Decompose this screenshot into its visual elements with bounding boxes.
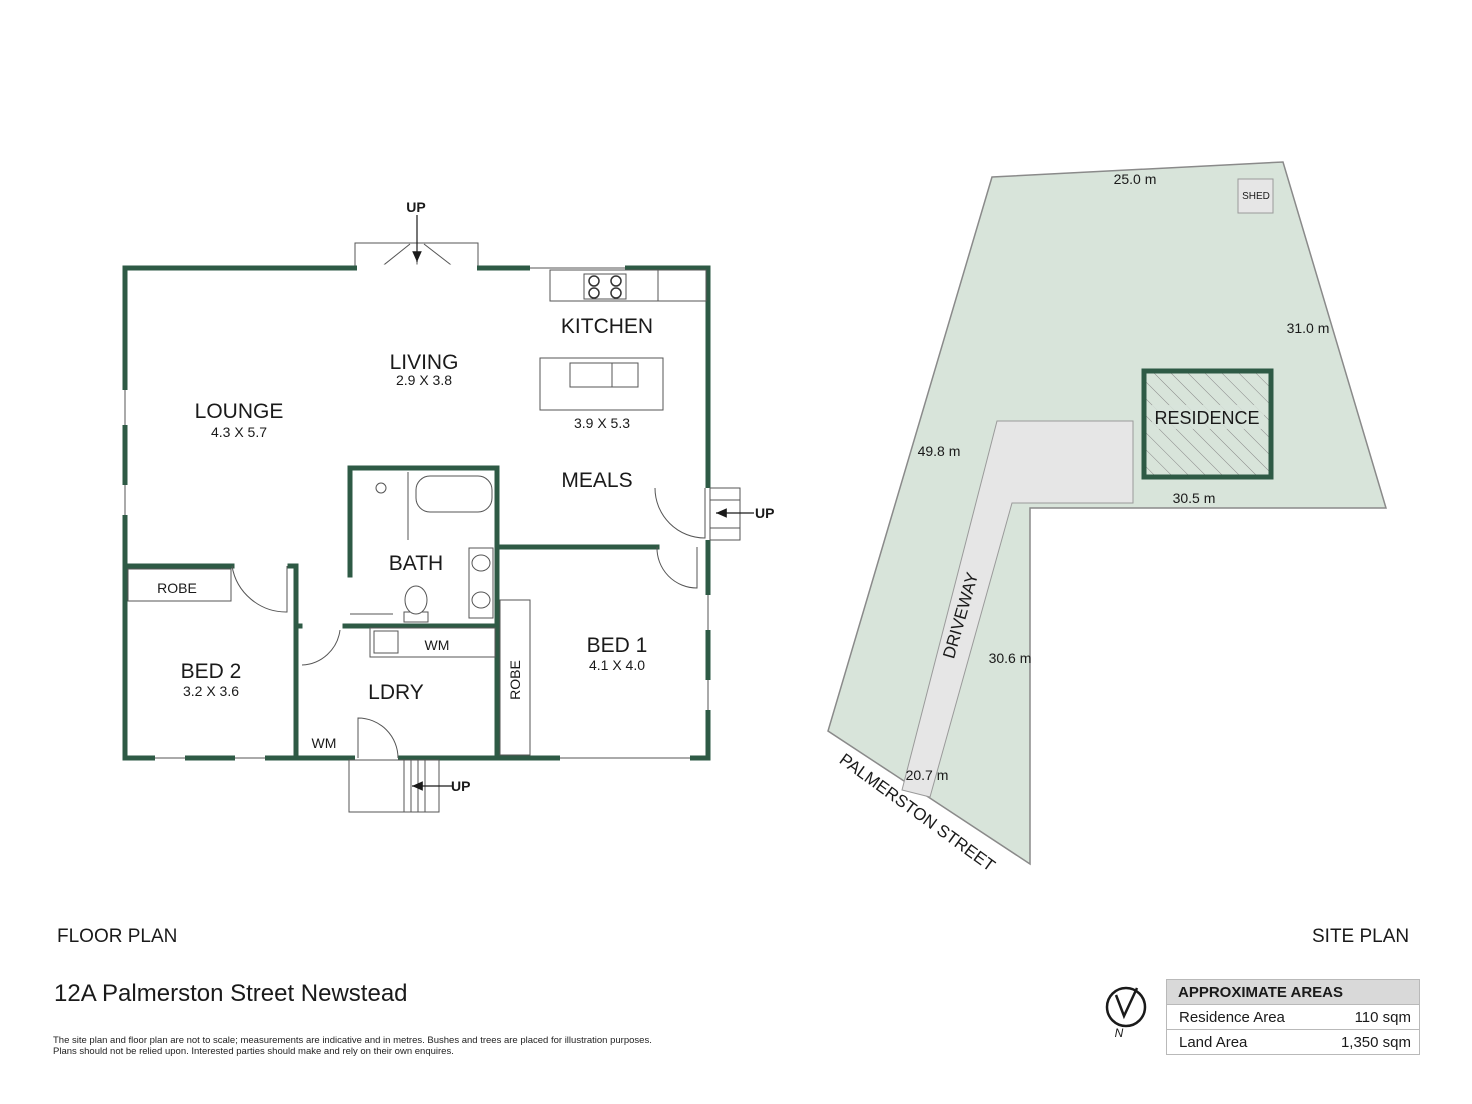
- shower-icon: [375, 482, 387, 494]
- cooktop-icon: [583, 273, 627, 300]
- room-bed2-name: BED 2: [181, 660, 242, 683]
- wm-upper-label: WM: [425, 637, 450, 653]
- up-label-rear: UP: [451, 778, 470, 794]
- floor-plan-title: FLOOR PLAN: [57, 926, 178, 947]
- edge-frontage: 20.7 m: [906, 767, 949, 783]
- area-value: 1,350 sqm: [1313, 1029, 1420, 1055]
- wm-lower-label: WM: [312, 735, 337, 751]
- room-bed1-name: BED 1: [587, 634, 648, 657]
- sink-icon: [569, 362, 639, 388]
- area-value: 110 sqm: [1313, 1004, 1420, 1030]
- area-label: Land Area: [1165, 1029, 1314, 1055]
- toilet-icon: [404, 585, 428, 615]
- edge-south-inner: 30.5 m: [1173, 490, 1216, 506]
- approximate-areas-table: APPROXIMATE AREAS Residence Area 110 sqm…: [1165, 979, 1420, 1055]
- north-label: N: [1115, 1026, 1124, 1040]
- bathtub-icon: [415, 475, 493, 513]
- room-living-name: LIVING: [390, 351, 459, 374]
- side-steps: [709, 487, 741, 541]
- disclaimer-line-1: The site plan and floor plan are not to …: [53, 1035, 652, 1046]
- driveway: [901, 420, 1134, 798]
- site-plan: SHED RESIDENCE 25.0 m 31.0 m 30.5 m 49.8…: [827, 161, 1388, 1040]
- room-lounge-dims: 4.3 X 5.7: [211, 424, 267, 440]
- table-row: Land Area 1,350 sqm: [1165, 1029, 1420, 1055]
- interior-walls: [122, 465, 660, 761]
- room-ldry-name: LDRY: [368, 681, 424, 704]
- edge-north: 25.0 m: [1114, 171, 1157, 187]
- edge-west: 49.8 m: [918, 443, 961, 459]
- edge-east: 31.0 m: [1287, 320, 1330, 336]
- table-row: Residence Area 110 sqm: [1165, 1004, 1420, 1030]
- kitchen-island-dims: 3.9 X 5.3: [574, 415, 630, 431]
- north-arrow-icon: N: [1105, 986, 1147, 1040]
- shed-label: SHED: [1242, 191, 1270, 202]
- disclaimer-line-2: Plans should not be relied upon. Interes…: [53, 1046, 454, 1057]
- site-plan-title: SITE PLAN: [1312, 926, 1410, 947]
- disclaimer: The site plan and floor plan are not to …: [53, 1035, 753, 1057]
- room-kitchen-name: KITCHEN: [561, 315, 653, 338]
- room-bath-name: BATH: [389, 552, 443, 575]
- residence-label: RESIDENCE: [1154, 408, 1259, 428]
- land-parcel: [827, 161, 1388, 866]
- shed: [1237, 178, 1274, 214]
- up-label-side: UP: [755, 505, 774, 521]
- door-swings: [231, 487, 706, 759]
- robe-bed1: [499, 599, 531, 756]
- edge-inner-west: 30.6 m: [989, 650, 1032, 666]
- exterior-walls: [122, 265, 711, 761]
- robe-bed2-label: ROBE: [157, 580, 197, 596]
- up-label-top: UP: [406, 199, 425, 215]
- areas-header: APPROXIMATE AREAS: [1166, 979, 1420, 1005]
- floor-plan: UP UP UP LOUNGE 4.3 X 5.7 LIVING 2.9 X 3…: [121, 199, 774, 813]
- laundry-tub-icon: [373, 630, 399, 654]
- robe-bed2: [127, 568, 232, 602]
- area-label: Residence Area: [1165, 1004, 1314, 1030]
- room-bed2-dims: 3.2 X 3.6: [183, 683, 239, 699]
- property-address: 12A Palmerston Street Newstead: [54, 980, 408, 1007]
- room-bed1-dims: 4.1 X 4.0: [589, 657, 645, 673]
- room-living-dims: 2.9 X 3.8: [396, 372, 452, 388]
- kitchen-bench: [549, 269, 707, 302]
- room-meals-name: MEALS: [561, 469, 632, 492]
- robe-bed1-label: ROBE: [507, 660, 523, 700]
- room-lounge-name: LOUNGE: [195, 400, 284, 423]
